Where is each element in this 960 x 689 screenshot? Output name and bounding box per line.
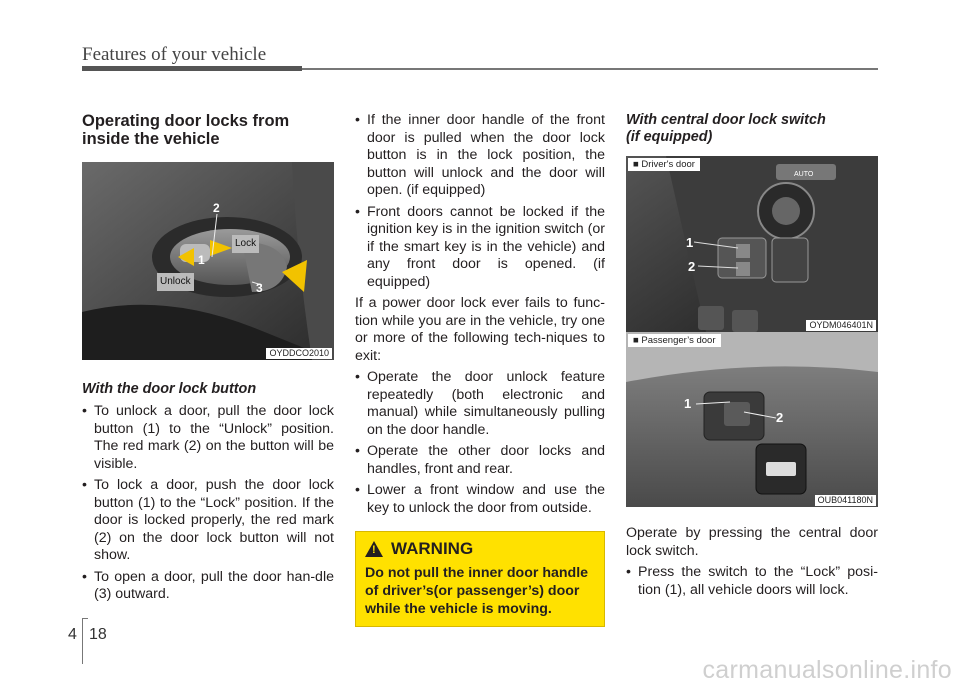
section-heading-line2: inside the vehicle xyxy=(82,130,220,148)
warning-box: ! WARNING Do not pull the inner door han… xyxy=(355,531,605,627)
instruction-list: To unlock a door, pull the door lock but… xyxy=(82,403,334,604)
list-item: Lower a front window and use the key to … xyxy=(355,482,605,517)
warning-triangle-icon: ! xyxy=(365,540,383,557)
list-item: Front doors cannot be locked if the igni… xyxy=(355,204,605,292)
header-rule-dark xyxy=(82,66,302,71)
column-middle: If the inner door handle of the front do… xyxy=(355,112,605,627)
callout-2: 2 xyxy=(776,410,784,425)
list-item: Press the switch to the “Lock” posi-tion… xyxy=(626,564,878,599)
column-left: Operating door locks from inside the veh… xyxy=(82,112,334,608)
callout-1: 1 xyxy=(198,253,205,267)
list-item: To unlock a door, pull the door lock but… xyxy=(82,403,334,473)
passengers-door-panel-illustration xyxy=(626,332,878,507)
central-switch-list: Press the switch to the “Lock” posi-tion… xyxy=(626,564,878,599)
running-header: Features of your vehicle xyxy=(82,44,267,65)
passengers-door-tag: ■ Passenger’s door xyxy=(628,334,721,347)
callout-1: 1 xyxy=(686,235,694,250)
section-number: 4 xyxy=(68,626,77,643)
list-item: To lock a door, push the door lock butto… xyxy=(82,477,334,565)
figure-code: OYDM046401N xyxy=(806,320,876,331)
drivers-door-tag: ■ Driver's door xyxy=(628,158,700,171)
list-item: If the inner door handle of the front do… xyxy=(355,112,605,200)
list-item: Operate the door unlock feature repeated… xyxy=(355,369,605,439)
auto-label: AUTO xyxy=(794,171,814,178)
page-number: 18 xyxy=(89,626,107,643)
drivers-door-panel-illustration xyxy=(626,156,878,332)
figure-code: OYDDCO2010 xyxy=(266,348,332,359)
footer-vertical-rule xyxy=(82,618,83,664)
figure-code: OUB041180N xyxy=(814,495,876,506)
section-heading: Operating door locks from inside the veh… xyxy=(82,112,334,148)
subheading-line1: With central door lock switch xyxy=(626,112,826,128)
door-handle-illustration xyxy=(82,162,334,360)
list-item: Operate the other door locks and handles… xyxy=(355,443,605,478)
list-item: To open a door, pull the door han-dle (3… xyxy=(82,569,334,604)
section-heading-line1: Operating door locks from xyxy=(82,112,290,130)
callout-2: 2 xyxy=(688,259,696,274)
footer-tick xyxy=(82,618,88,619)
callout-1: 1 xyxy=(684,396,692,411)
watermark: carmanualsonline.info xyxy=(702,656,952,684)
column-right: With central door lock switch (if equipp… xyxy=(626,112,878,603)
warning-text: Do not pull the inner door handle of dri… xyxy=(365,564,589,617)
note-list: If the inner door handle of the front do… xyxy=(355,112,605,291)
passengers-door-switch-figure: ■ Passenger’s door 1 2 OUB041180N xyxy=(626,332,878,507)
warning-title-row: ! WARNING xyxy=(365,540,596,558)
warning-title: WARNING xyxy=(391,539,474,558)
door-lock-button-figure: 2 1 3 Lock Unlock OYDDCO2010 xyxy=(82,162,334,360)
drivers-door-switch-figure: ■ Driver's door AUTO 1 2 OYDM046401N xyxy=(626,156,878,332)
unlock-label: Unlock xyxy=(157,273,194,291)
header-rule-thin xyxy=(302,68,878,70)
exit-techniques-list: Operate the door unlock feature repeated… xyxy=(355,369,605,517)
subheading-central-switch: With central door lock switch (if equipp… xyxy=(626,112,878,146)
subheading-door-lock-button: With the door lock button xyxy=(82,381,257,397)
lock-label: Lock xyxy=(232,235,260,253)
paragraph: Operate by pressing the central door loc… xyxy=(626,525,878,559)
paragraph: If a power door lock ever fails to func-… xyxy=(355,295,605,364)
callout-3: 3 xyxy=(256,281,263,295)
callout-2: 2 xyxy=(213,201,220,215)
subheading-line2: (if equipped) xyxy=(626,129,713,145)
